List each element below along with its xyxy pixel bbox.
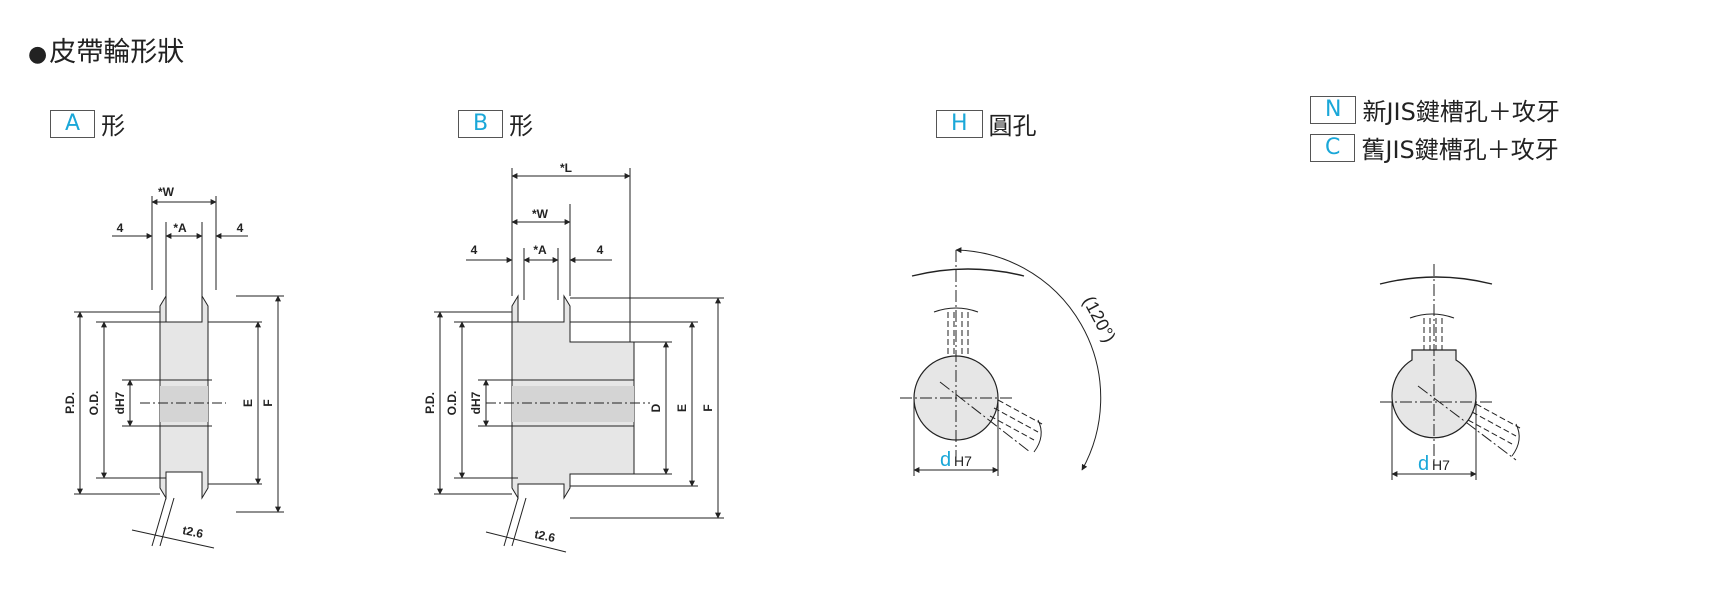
type-b-dim-a: *A — [533, 243, 547, 257]
bore-h-angle-label: (120°) — [1079, 293, 1120, 346]
type-b-dim-t: t2.6 — [533, 527, 556, 545]
bore-nc-h7: H7 — [1432, 457, 1450, 473]
type-b-suffix: 形 — [509, 112, 534, 140]
type-a-dim-4-right: 4 — [237, 221, 244, 235]
type-a-dim-4-left: 4 — [117, 221, 124, 235]
type-b-dims: *L *W *A 4 4 P.D. O.D. dH7 D E F t2.6 — [423, 161, 715, 545]
type-b-dim-dh7: dH7 — [469, 391, 483, 414]
type-a-suffix: 形 — [101, 112, 126, 140]
bore-n-label: N 新JIS鍵槽孔＋攻牙 — [1310, 92, 1560, 127]
type-b-dim-pd: P.D. — [423, 392, 437, 414]
type-b-dim-4-left: 4 — [471, 243, 478, 257]
type-b-code: B — [458, 109, 504, 138]
bore-nc-dims: d H7 — [1418, 453, 1450, 475]
type-b-dim-e: E — [675, 404, 689, 412]
type-a-dim-dh7: dH7 — [113, 391, 127, 414]
bore-h-drawing — [900, 247, 1102, 476]
bore-h-h7: H7 — [954, 453, 972, 469]
type-b-dim-l: *L — [560, 161, 572, 175]
bore-nc-drawing — [1379, 264, 1521, 480]
type-a-dims: *W *A 4 4 P.D. O.D. dH7 E F t2.6 — [63, 185, 275, 541]
type-a-dim-f: F — [261, 399, 275, 406]
type-a-dim-od: O.D. — [87, 391, 101, 416]
type-b-dim-w: *W — [532, 207, 549, 221]
type-b-dim-f: F — [701, 404, 715, 411]
type-b-drawing — [434, 168, 724, 553]
section-title: ●皮帶輪形狀 — [28, 30, 184, 69]
bullet-dot-icon: ● — [28, 42, 48, 67]
type-a-label: A 形 — [50, 106, 125, 141]
bore-c-label: C 舊JIS鍵槽孔＋攻牙 — [1310, 130, 1559, 165]
bore-h-code: H — [936, 109, 983, 138]
bore-n-code: N — [1310, 95, 1357, 124]
section-title-text: 皮帶輪形狀 — [49, 37, 185, 68]
bore-n-suffix: 新JIS鍵槽孔＋攻牙 — [1362, 98, 1560, 126]
type-a-dim-w: *W — [158, 185, 175, 199]
type-a-drawing — [74, 196, 284, 549]
bore-c-suffix: 舊JIS鍵槽孔＋攻牙 — [1361, 136, 1559, 164]
type-b-dim-od: O.D. — [445, 391, 459, 416]
type-a-dim-pd: P.D. — [63, 392, 77, 414]
type-a-dim-t: t2.6 — [181, 523, 204, 541]
bore-h-angle-value: 120° — [1082, 298, 1117, 340]
type-a-code: A — [50, 109, 96, 138]
type-a-dim-e: E — [241, 399, 255, 407]
type-b-dim-4-right: 4 — [597, 243, 604, 257]
type-b-dim-d: D — [649, 403, 663, 412]
bore-h-d-letter: d — [940, 449, 951, 471]
bore-h-suffix: 圓孔 — [988, 112, 1037, 140]
bore-h-label: H 圓孔 — [936, 106, 1037, 141]
bore-nc-d-letter: d — [1418, 453, 1429, 475]
bore-c-code: C — [1310, 133, 1356, 162]
type-a-dim-a: *A — [173, 221, 187, 235]
type-b-label: B 形 — [458, 106, 533, 141]
